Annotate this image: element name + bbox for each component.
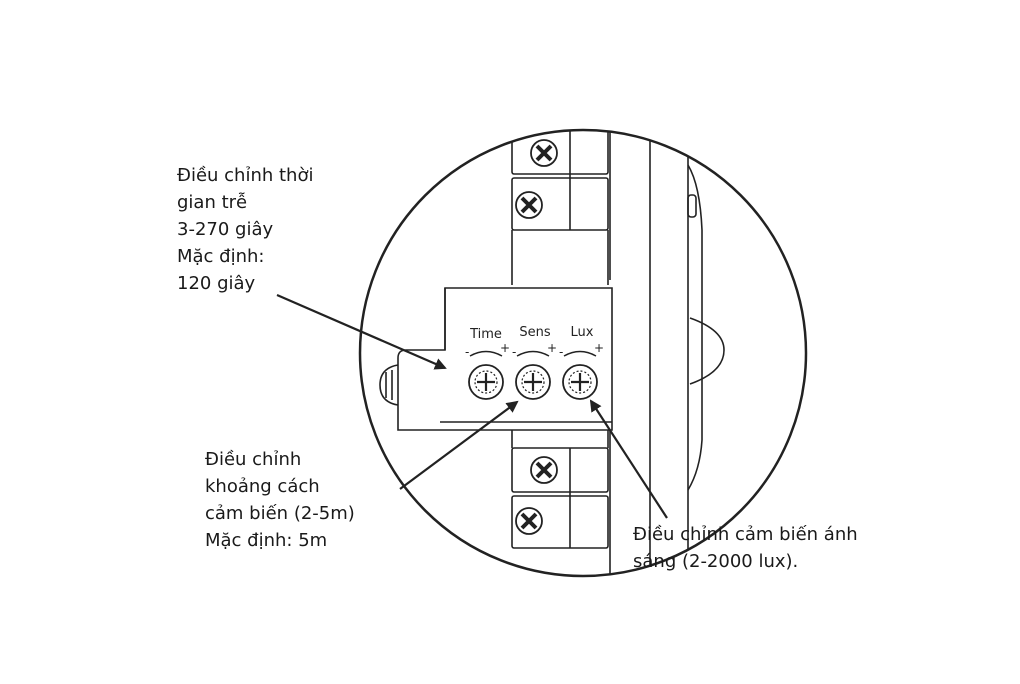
lux-arrow xyxy=(589,399,668,519)
time-label: Time xyxy=(469,327,502,342)
lux-knob-icon xyxy=(562,364,598,400)
terminal-block-bottom xyxy=(511,430,609,549)
callout-line: Mặc định: 5m xyxy=(205,530,328,551)
magnifier-circle xyxy=(358,128,808,578)
callout-line: khoảng cách xyxy=(205,476,320,497)
lux-minus-sign: - xyxy=(559,345,563,359)
sens-knob-icon xyxy=(515,364,551,400)
time-arrow xyxy=(276,293,447,370)
lux-label: Lux xyxy=(571,325,594,340)
sens-plus-sign: + xyxy=(547,341,557,355)
callout-line: 120 giây xyxy=(177,273,256,294)
callout-line: Mặc định: xyxy=(177,246,265,267)
time-knob-icon xyxy=(468,364,504,400)
callout-line: sáng (2-2000 lux). xyxy=(633,551,799,572)
sensing-distance-callout: Điều chỉnh khoảng cách cảm biến (2-5m) M… xyxy=(205,446,355,554)
light-sensor-callout: Điều chỉnh cảm biến ánh sáng (2-2000 lux… xyxy=(633,521,858,575)
screw-icon xyxy=(515,507,543,535)
sens-arrow xyxy=(399,400,519,490)
sens-minus-sign: - xyxy=(512,345,516,359)
lux-plus-sign: + xyxy=(594,341,604,355)
callout-line: cảm biến (2-5m) xyxy=(205,503,355,524)
time-delay-callout: Điều chỉnh thời gian trễ 3-270 giây Mặc … xyxy=(177,162,313,297)
right-housing xyxy=(609,130,725,576)
callout-line: gian trễ xyxy=(177,192,248,213)
sens-adjust-arc xyxy=(516,350,550,357)
time-plus-sign: + xyxy=(500,341,510,355)
time-adjust-arc xyxy=(469,350,503,357)
lux-adjust-arc xyxy=(563,350,597,357)
callout-line: Điều chỉnh thời xyxy=(177,165,314,186)
terminal-block-top xyxy=(511,130,609,285)
callout-line: Điều chỉnh cảm biến ánh xyxy=(633,524,858,545)
sens-label: Sens xyxy=(519,325,550,340)
screw-icon xyxy=(530,456,558,484)
time-minus-sign: - xyxy=(465,345,469,359)
callout-line: 3-270 giây xyxy=(177,219,274,240)
callout-line: Điều chỉnh xyxy=(205,449,302,470)
screw-icon xyxy=(530,139,558,167)
screw-icon xyxy=(515,191,543,219)
